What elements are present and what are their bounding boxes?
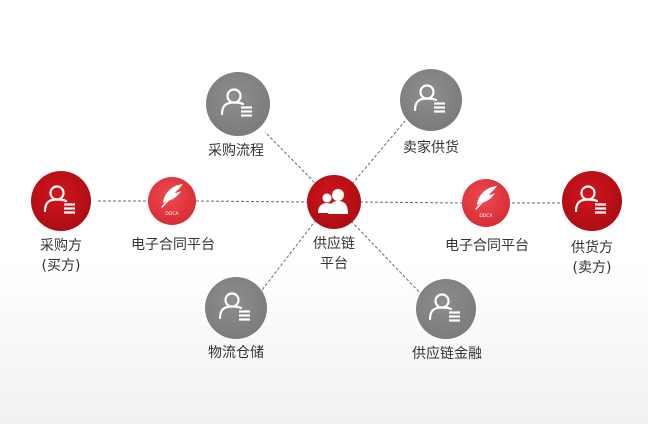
contract-platform-left-label: 电子合同平台 (131, 237, 215, 253)
buyer-label: 采购方 (买方) (24, 236, 98, 276)
supplier-label-line2: (卖方) (572, 260, 612, 276)
seller-supply-label: 卖家供货 (403, 140, 459, 156)
supplier-node (562, 171, 622, 231)
center-label-line1: 供应链 (313, 236, 355, 252)
line-center-contract-right (359, 201, 463, 204)
supplier-label-line1: 供货方 (571, 240, 613, 256)
buyer-label-line1: 采购方 (40, 238, 82, 254)
center-label-line2: 平台 (320, 256, 348, 272)
ddca-badge: DDCA (479, 213, 493, 219)
logistics-label: 物流仓储 (208, 345, 264, 361)
line-center-procurement (264, 131, 319, 187)
seller-supply-node (400, 69, 462, 131)
line-contract-center (195, 200, 308, 203)
finance-node (416, 279, 476, 339)
contract-platform-left-node: DDCA (148, 177, 196, 225)
contract-platform-right-node: DDCA (462, 179, 510, 227)
contract-platform-right-label: 电子合同平台 (445, 238, 529, 254)
supplier-label: 供货方 (卖方) (555, 238, 629, 278)
buyer-label-line2: (买方) (41, 258, 81, 274)
buyer-node (31, 171, 91, 231)
ddca-badge: DDCA (165, 211, 179, 217)
procurement-node (206, 72, 270, 136)
logistics-node (205, 277, 267, 339)
center-label: 供应链 平台 (300, 234, 368, 274)
connector-lines (98, 120, 562, 297)
people-group-icon (318, 189, 348, 214)
finance-label: 供应链金融 (412, 346, 482, 362)
supply-chain-platform-node (307, 175, 361, 229)
procurement-label: 采购流程 (208, 143, 264, 159)
line-center-finance (350, 220, 424, 297)
line-center-seller (351, 120, 406, 185)
